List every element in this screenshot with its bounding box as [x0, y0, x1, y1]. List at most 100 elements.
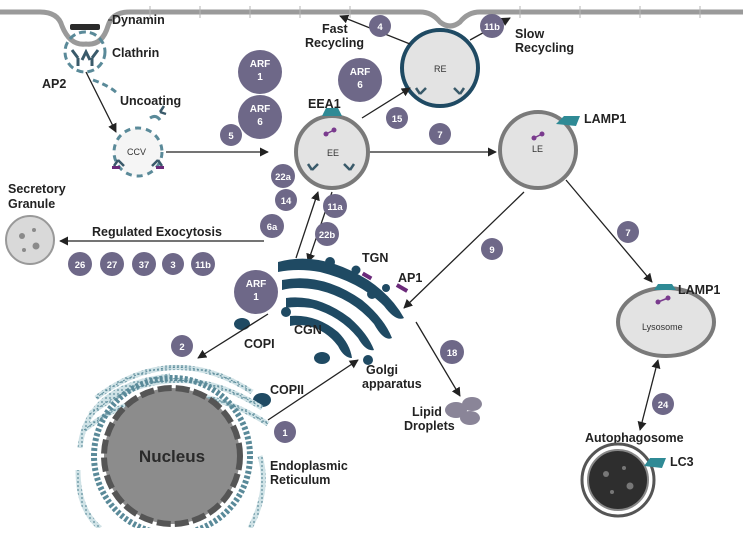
badge-5	[220, 124, 242, 146]
uncoating-label: Uncoating	[120, 94, 181, 108]
badge-9-text: 9	[489, 245, 494, 256]
tgn-label: TGN	[362, 251, 388, 265]
badge-3-text: 3	[170, 260, 175, 271]
copi-label: COPI	[244, 337, 275, 351]
badge-24	[652, 393, 674, 415]
regulated-exocytosis-label: Regulated Exocytosis	[92, 225, 222, 239]
badge-22a	[271, 164, 295, 188]
badge-14	[275, 189, 297, 211]
arrow-lysosome-autophagosome	[637, 359, 661, 431]
badge-26	[68, 252, 92, 276]
badge-2	[171, 335, 193, 357]
ap2-label: AP2	[42, 77, 66, 91]
badge-3	[162, 253, 184, 275]
badge-27-text: 27	[107, 260, 118, 271]
badge-37	[132, 252, 156, 276]
re-label: RE	[434, 64, 447, 74]
arrow-le-to-golgi	[403, 191, 525, 309]
badge-15	[386, 107, 408, 129]
badge-18-text: 18	[447, 348, 458, 359]
clathrin-label: Clathrin	[112, 46, 159, 60]
badge-7-right	[617, 221, 639, 243]
golgi-apparatus	[234, 257, 404, 407]
badge-15-text: 15	[392, 114, 403, 125]
clathrin-pit	[63, 24, 107, 74]
badge-6a-text: 6a	[267, 222, 278, 233]
badge-22b-text: 22b	[319, 230, 336, 241]
badge-26-text: 26	[75, 260, 86, 271]
badge-27	[100, 252, 124, 276]
badge-11b-bottom	[191, 252, 215, 276]
badge-11a	[323, 194, 347, 218]
badge-22a-text: 22a	[275, 172, 292, 183]
badge-1-text: 1	[282, 428, 288, 439]
autophagosome	[580, 442, 666, 518]
arf1-top	[238, 50, 282, 94]
lysosome: Lysosome	[616, 284, 716, 358]
lysosome-label: Lysosome	[642, 322, 683, 332]
dynamin-label: Dynamin	[112, 13, 165, 27]
ap1-label: AP1	[398, 271, 422, 285]
arf6-left	[238, 95, 282, 139]
arrow-golgi-to-ee	[295, 191, 320, 259]
recycling-endosome: RE	[400, 28, 480, 108]
badge-7-top	[429, 123, 451, 145]
lamp1-lys-label: LAMP1	[678, 283, 720, 297]
badge-9	[481, 238, 503, 260]
dynamin-ring	[70, 24, 100, 30]
le-label: LE	[532, 144, 543, 154]
early-endosome: EE	[294, 108, 370, 190]
lipid-droplets	[445, 397, 482, 425]
badge-4-text: 4	[377, 22, 383, 33]
badge-14-text: 14	[281, 196, 292, 207]
badge-11a-text: 11a	[327, 202, 343, 213]
copii-label: COPII	[270, 383, 304, 397]
badge-7-top-text: 7	[437, 130, 442, 141]
arrow-er-to-golgi	[267, 359, 359, 421]
secretory-granule	[5, 215, 55, 265]
eea1-label: EEA1	[308, 97, 341, 111]
autophagosome-label: Autophagosome	[585, 431, 684, 445]
badge-11b-top-text: 11b	[484, 22, 500, 33]
badge-18	[440, 340, 464, 364]
badge-11b-top	[480, 14, 504, 38]
nucleus-label: Nucleus	[139, 447, 205, 466]
ee-label: EE	[327, 148, 339, 158]
badge-11b-bottom-text: 11b	[195, 260, 211, 271]
cgn-label: CGN	[294, 323, 322, 337]
arrow-ee-to-re	[361, 87, 411, 119]
badge-1	[274, 421, 296, 443]
ccv-vesicle: CCV	[112, 126, 164, 178]
arrow-le-to-lysosome	[565, 179, 653, 283]
badge-6a	[260, 214, 284, 238]
nucleus: Nucleus	[91, 375, 253, 533]
badge-24-text: 24	[658, 400, 669, 411]
arrow-golgi-to-er	[197, 313, 269, 359]
badge-2-text: 2	[179, 342, 184, 353]
badge-5-text: 5	[228, 131, 234, 142]
ccv-label: CCV	[127, 147, 146, 157]
plasma-membrane	[0, 6, 743, 47]
badge-22b	[315, 222, 339, 246]
lc3-label: LC3	[670, 455, 694, 469]
badge-7-right-text: 7	[625, 228, 630, 239]
lamp1-le-label: LAMP1	[584, 112, 626, 126]
arf6-right	[338, 58, 382, 102]
late-endosome: LE	[498, 110, 580, 190]
arf1-golgi	[234, 270, 278, 314]
arrow-golgi-to-lipid	[415, 321, 461, 397]
badge-4	[369, 15, 391, 37]
badge-37-text: 37	[139, 260, 150, 271]
